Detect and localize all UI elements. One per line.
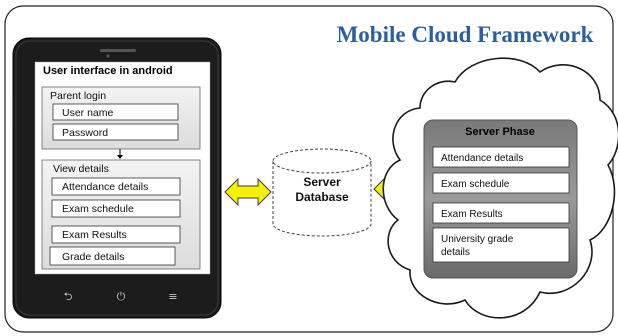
- server-exam-results-label: Exam Results: [441, 209, 503, 220]
- database-line-2: Database: [295, 190, 349, 204]
- back-icon[interactable]: ⮌: [64, 290, 73, 303]
- exam-results-button[interactable]: [51, 225, 181, 244]
- parent-login-panel: Parent login User name Password: [41, 86, 201, 150]
- grade-details-label: Grade details: [62, 251, 124, 263]
- grade-details-button[interactable]: [49, 246, 176, 266]
- phone-nav-bar: ⮌ ⏻ ≡: [64, 290, 178, 303]
- phone-db-double-arrow: [224, 177, 272, 207]
- diagram-title: Mobile Cloud Framework: [337, 22, 594, 47]
- password-field[interactable]: [52, 123, 179, 141]
- username-label: User name: [62, 107, 114, 119]
- server-grade-box: [432, 227, 570, 263]
- server-database-cylinder: Server Database: [272, 148, 372, 237]
- login-to-view-arrow: [117, 149, 123, 159]
- speaker-slot: [100, 49, 136, 52]
- database-line-1: Server: [303, 175, 341, 189]
- attendance-details-button[interactable]: [51, 177, 181, 196]
- server-attendance-label: Attendance details: [441, 153, 523, 164]
- exam-schedule-label: Exam schedule: [62, 203, 134, 215]
- server-exam-results-box: [432, 202, 570, 224]
- server-exam-schedule-label: Exam schedule: [441, 179, 510, 190]
- exam-schedule-button[interactable]: [51, 199, 181, 218]
- server-phase-box: Server Phase Attendance details Exam sch…: [423, 119, 578, 279]
- ui-header-text: User interface in android: [43, 65, 173, 77]
- camera-dot: [106, 54, 110, 58]
- server-attendance-box: [432, 146, 570, 168]
- password-label: Password: [62, 127, 108, 139]
- server-grade-label-line-1: University grade: [441, 234, 514, 245]
- parent-login-title: Parent login: [50, 90, 106, 102]
- server-grade-label-line-2: details: [441, 247, 470, 258]
- menu-icon[interactable]: ≡: [168, 290, 177, 303]
- username-field[interactable]: [52, 103, 179, 121]
- server-phase-title: Server Phase: [465, 126, 535, 138]
- view-details-panel: View details Attendance details Exam sch…: [41, 159, 201, 270]
- power-icon[interactable]: ⏻: [117, 290, 126, 303]
- exam-results-label: Exam Results: [62, 229, 127, 241]
- server-exam-schedule-box: [432, 172, 570, 194]
- view-details-title: View details: [53, 163, 109, 175]
- attendance-details-label: Attendance details: [62, 181, 148, 193]
